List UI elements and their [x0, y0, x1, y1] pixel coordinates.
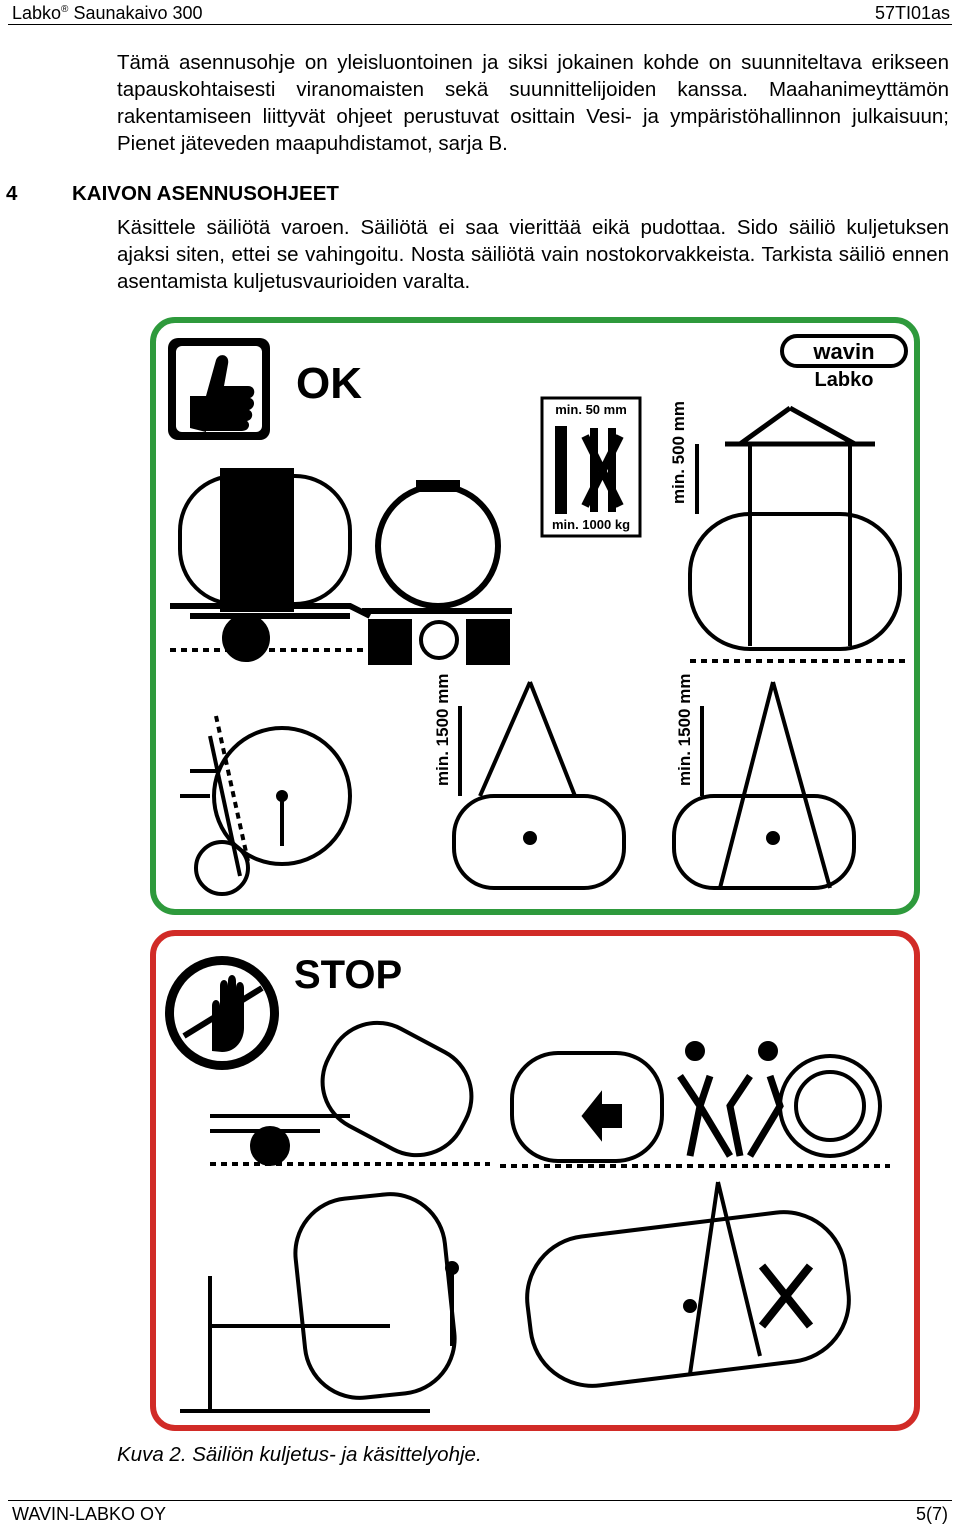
- svg-text:min. 500 mm: min. 500 mm: [669, 401, 688, 504]
- header-title: Labko® Saunakaivo 300: [12, 3, 203, 23]
- footer-company: WAVIN-LABKO OY: [12, 1504, 167, 1524]
- forklift-carrying-tank: [180, 1192, 459, 1413]
- section-heading: 4 KAIVON ASENNUSOHJEET: [6, 182, 339, 206]
- thumbs-up-icon: [168, 338, 270, 440]
- two-point-lift-right: min. 1500 mm: [672, 674, 856, 890]
- handling-figure: OK wavin Labko min. 50 mm min. 1000 kg m…: [150, 317, 920, 1431]
- header-doc-code: 57TI01as: [874, 3, 950, 23]
- svg-text:min. 1500 mm: min. 1500 mm: [433, 674, 452, 786]
- tank-dropping-from-truck: [210, 1020, 490, 1166]
- page-footer: WAVIN-LABKO OY 5(7): [8, 1500, 952, 1525]
- section-title: KAIVON ASENNUSOHJEET: [72, 182, 339, 205]
- svg-text:min. 50 mm: min. 50 mm: [555, 402, 627, 417]
- stop-label: STOP: [294, 953, 402, 997]
- page-header: Labko® Saunakaivo 300 57TI01as: [8, 2, 952, 25]
- strap-spec-card: min. 50 mm min. 1000 kg: [540, 396, 642, 538]
- wavin-logo: wavin Labko: [780, 334, 908, 391]
- section-paragraph: Käsittele säiliötä varoen. Säiliötä ei s…: [117, 216, 949, 293]
- stop-hand-icon: [165, 956, 279, 1070]
- svg-text:Labko: Labko: [815, 369, 874, 391]
- svg-text:min. 1000 kg: min. 1000 kg: [552, 517, 630, 532]
- ok-panel-frame: [150, 317, 920, 915]
- crane-lift-with-bar: min. 500 mm: [669, 401, 905, 663]
- footer-page-number: 5(7): [915, 1504, 948, 1524]
- intro-paragraph: Tämä asennusohje on yleisluontoinen ja s…: [117, 51, 949, 155]
- svg-text:min. 1500 mm: min. 1500 mm: [675, 674, 694, 786]
- tank-on-trailer: [170, 468, 390, 662]
- section-number: 4: [6, 182, 18, 205]
- ok-label: OK: [296, 359, 362, 408]
- figure-caption: Kuva 2. Säiliön kuljetus- ja käsittelyoh…: [117, 1443, 482, 1466]
- svg-text:wavin: wavin: [812, 339, 874, 364]
- tank-end-view-on-trailer: [362, 480, 512, 665]
- tank-on-hand-truck: [180, 715, 352, 896]
- tank-rolled-by-workers: [500, 1041, 890, 1168]
- stop-panel-frame: [150, 930, 920, 1431]
- single-point-lift-tilted: [525, 1181, 851, 1388]
- two-point-lift-left: min. 1500 mm: [433, 674, 626, 890]
